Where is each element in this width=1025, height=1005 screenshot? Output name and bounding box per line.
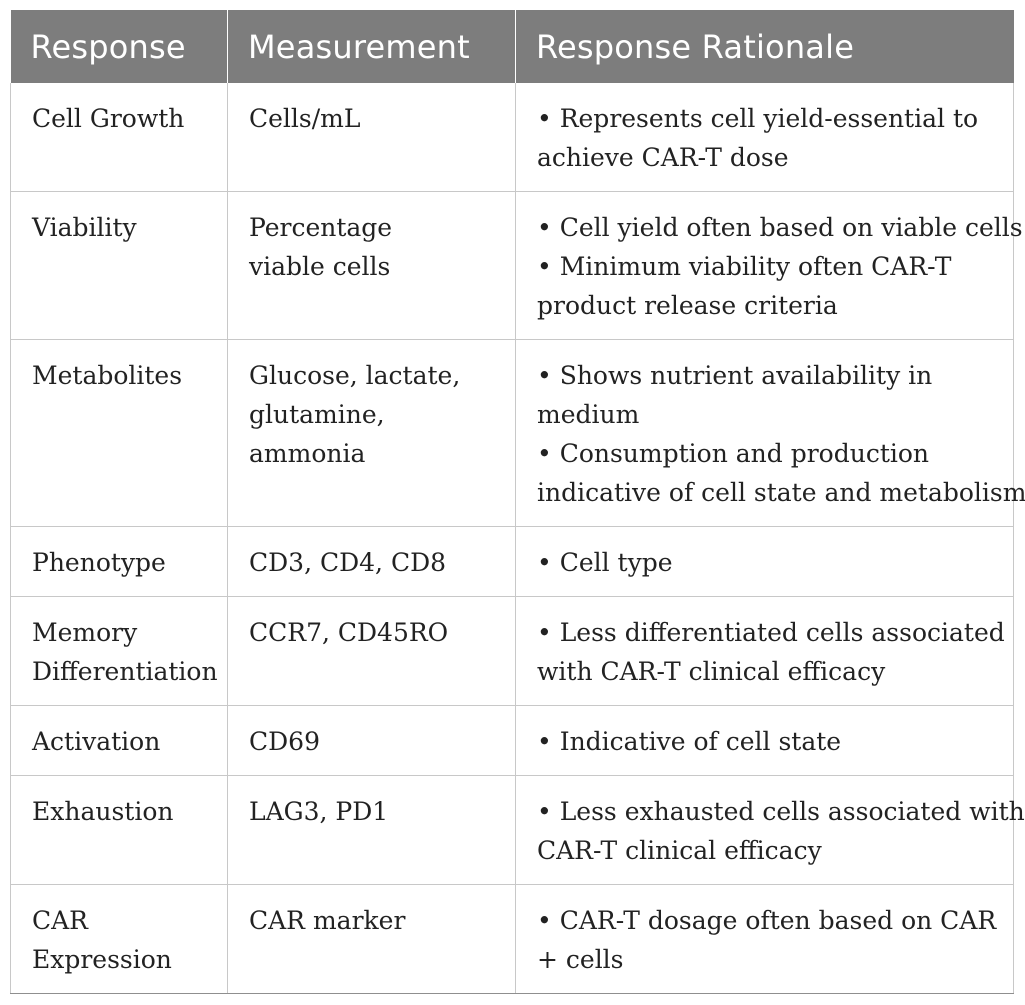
header-measurement: Measurement xyxy=(227,10,516,83)
cell-measurement-line: Cells/mL xyxy=(249,104,361,133)
table-row: Metabolites Glucose, lactate, glutamine, am… xyxy=(10,339,1025,527)
cell-measurement: CAR marker xyxy=(227,884,516,994)
cell-response-line: Memory xyxy=(32,618,138,647)
cell-measurement: CD3, CD4, CD8 xyxy=(227,526,516,597)
cell-response: Cell Growth xyxy=(10,83,228,192)
table-header: Response Measurement Response Rationale xyxy=(10,10,1014,83)
cell-response-line: Viability xyxy=(32,213,137,242)
header-row: Response Measurement Response Rationale xyxy=(10,10,1014,83)
cell-measurement-line: CAR marker xyxy=(249,906,406,935)
table-row: CAR Expression CAR marker • CAR-T dosage of… xyxy=(10,884,1014,994)
cell-rationale-line: • Shows nutrient availability in xyxy=(537,361,933,390)
header-rationale: Response Rationale xyxy=(515,10,1014,83)
cell-rationale: • Shows nutrient availability in medium • … xyxy=(515,339,1025,527)
cell-response: Activation xyxy=(10,705,228,776)
cell-rationale-line: • Indicative of cell state xyxy=(537,727,842,756)
cell-rationale-line: • Less differentiated cells associated xyxy=(537,618,1005,647)
cell-rationale-line: CAR-T clinical efficacy xyxy=(537,836,822,865)
cell-measurement: CD69 xyxy=(227,705,516,776)
cell-rationale: • Indicative of cell state xyxy=(515,705,1014,776)
cell-rationale-line: • Represents cell yield-essential to xyxy=(537,104,979,133)
cell-rationale-line: • Less exhausted cells associated with xyxy=(537,797,1025,826)
cell-measurement: LAG3, PD1 xyxy=(227,775,516,885)
cell-measurement-line: Glucose, lactate, xyxy=(249,361,461,390)
table-row: Phenotype CD3, CD4, CD8 • Cell type xyxy=(10,526,1014,597)
cell-measurement-line: CD3, CD4, CD8 xyxy=(249,548,447,577)
cell-rationale-line: medium xyxy=(537,400,640,429)
cell-response-line: Differentiation xyxy=(32,657,218,686)
cell-rationale-line: • Cell type xyxy=(537,548,673,577)
cell-measurement-line: LAG3, PD1 xyxy=(249,797,389,826)
cell-rationale: • Cell yield often based on viable cells… xyxy=(515,191,1023,340)
cell-rationale-line: • Consumption and production xyxy=(537,439,930,468)
cell-rationale: • Less differentiated cells associated wi… xyxy=(515,596,1014,706)
table-row: Activation CD69 • Indicative of cell state xyxy=(10,705,1014,776)
cell-rationale-line: product release criteria xyxy=(537,291,838,320)
response-table: Response Measurement Response Rationale … xyxy=(10,10,1025,994)
cell-rationale-line: • Cell yield often based on viable cells xyxy=(537,213,1023,242)
cell-measurement-line: Percentage xyxy=(249,213,393,242)
cell-response-line: Activation xyxy=(32,727,161,756)
cell-rationale-line: achieve CAR-T dose xyxy=(537,143,789,172)
cell-measurement: CCR7, CD45RO xyxy=(227,596,516,706)
table-body: Cell Growth Cells/mL • Represents cell yie… xyxy=(10,83,1025,994)
cell-response-line: Expression xyxy=(32,945,172,974)
cell-rationale: • Cell type xyxy=(515,526,1014,597)
cell-measurement-line: ammonia xyxy=(249,439,366,468)
cell-measurement-line: CD69 xyxy=(249,727,320,756)
cell-response: Exhaustion xyxy=(10,775,228,885)
cell-measurement-line: viable cells xyxy=(249,252,391,281)
cell-response: Metabolites xyxy=(10,339,228,527)
cell-rationale-line: • CAR-T dosage often based on CAR xyxy=(537,906,997,935)
cell-response-line: Phenotype xyxy=(32,548,166,577)
cell-response-line: Exhaustion xyxy=(32,797,174,826)
cell-rationale: • Represents cell yield-essential to achi… xyxy=(515,83,1014,192)
cell-response-line: CAR xyxy=(32,906,89,935)
cell-measurement: Cells/mL xyxy=(227,83,516,192)
cell-response: CAR Expression xyxy=(10,884,228,994)
cell-rationale-line: • Minimum viability often CAR-T xyxy=(537,252,952,281)
cell-response: Viability xyxy=(10,191,228,340)
table-row: Exhaustion LAG3, PD1 • Less exhausted cell… xyxy=(10,775,1025,885)
cell-rationale: • CAR-T dosage often based on CAR + cells xyxy=(515,884,1014,994)
table-row: Cell Growth Cells/mL • Represents cell yie… xyxy=(10,83,1014,192)
cell-response-line: Metabolites xyxy=(32,361,183,390)
cell-measurement: Percentage viable cells xyxy=(227,191,516,340)
cell-rationale-line: indicative of cell state and metabolism xyxy=(537,478,1025,507)
cell-response: Phenotype xyxy=(10,526,228,597)
cell-rationale-line: + cells xyxy=(537,945,624,974)
cell-measurement-line: glutamine, xyxy=(249,400,385,429)
cell-rationale-line: with CAR-T clinical efficacy xyxy=(537,657,886,686)
cell-measurement: Glucose, lactate, glutamine, ammonia xyxy=(227,339,516,527)
data-table-container: Response Measurement Response Rationale … xyxy=(10,10,1025,994)
header-response: Response xyxy=(10,10,228,83)
cell-measurement-line: CCR7, CD45RO xyxy=(249,618,449,647)
cell-response-line: Cell Growth xyxy=(32,104,185,133)
table-row: Viability Percentage viable cells • Cell yi… xyxy=(10,191,1023,340)
